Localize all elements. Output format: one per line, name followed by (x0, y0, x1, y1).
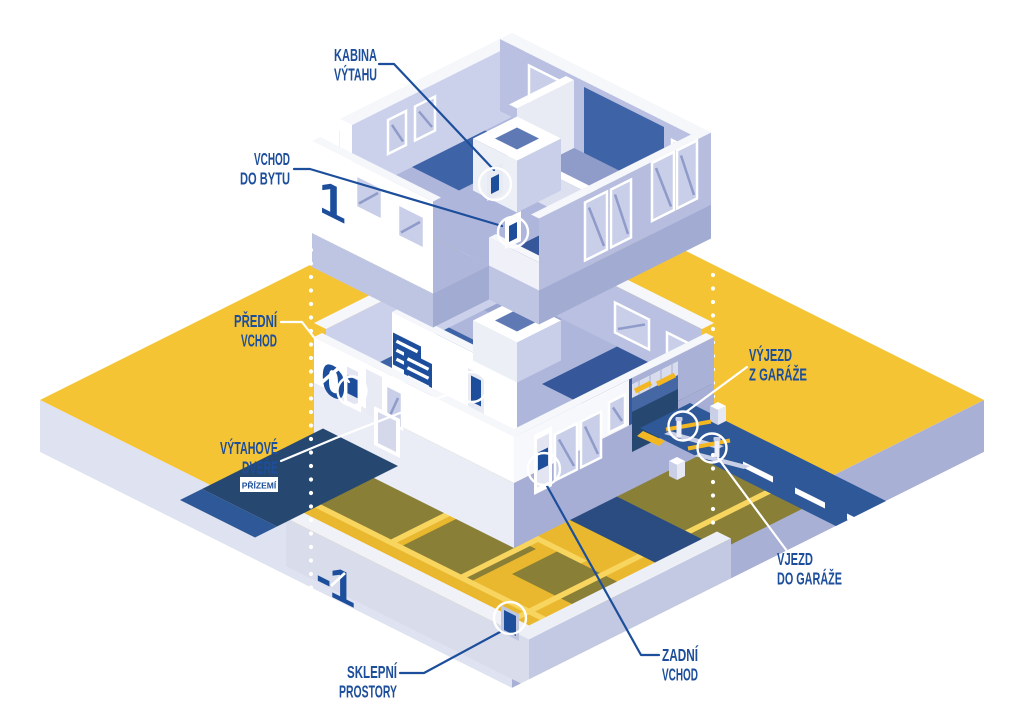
svg-text:VÝTAHOVÉ: VÝTAHOVÉ (220, 437, 278, 458)
svg-text:VÝTAHU: VÝTAHU (334, 64, 377, 85)
svg-text:VÝJEZD: VÝJEZD (749, 344, 792, 365)
svg-text:VCHOD: VCHOD (241, 331, 277, 351)
svg-text:DO GARÁŽE: DO GARÁŽE (777, 568, 842, 589)
svg-text:KABINA: KABINA (334, 45, 377, 65)
svg-text:DO BYTU: DO BYTU (240, 169, 290, 189)
svg-text:DVEŘE: DVEŘE (242, 457, 278, 478)
svg-text:PROSTORY: PROSTORY (339, 682, 397, 702)
svg-text:SKLEPNÍ: SKLEPNÍ (347, 661, 398, 682)
svg-text:VJEZD: VJEZD (777, 549, 813, 569)
svg-text:ZADNÍ: ZADNÍ (662, 644, 699, 665)
svg-text:PŘÍZEMÍ: PŘÍZEMÍ (242, 480, 277, 491)
svg-text:VCHOD: VCHOD (254, 149, 290, 169)
svg-text:VCHOD: VCHOD (662, 665, 698, 685)
svg-text:PŘEDNÍ: PŘEDNÍ (234, 310, 278, 331)
svg-text:Z GARÁŽE: Z GARÁŽE (749, 364, 807, 385)
